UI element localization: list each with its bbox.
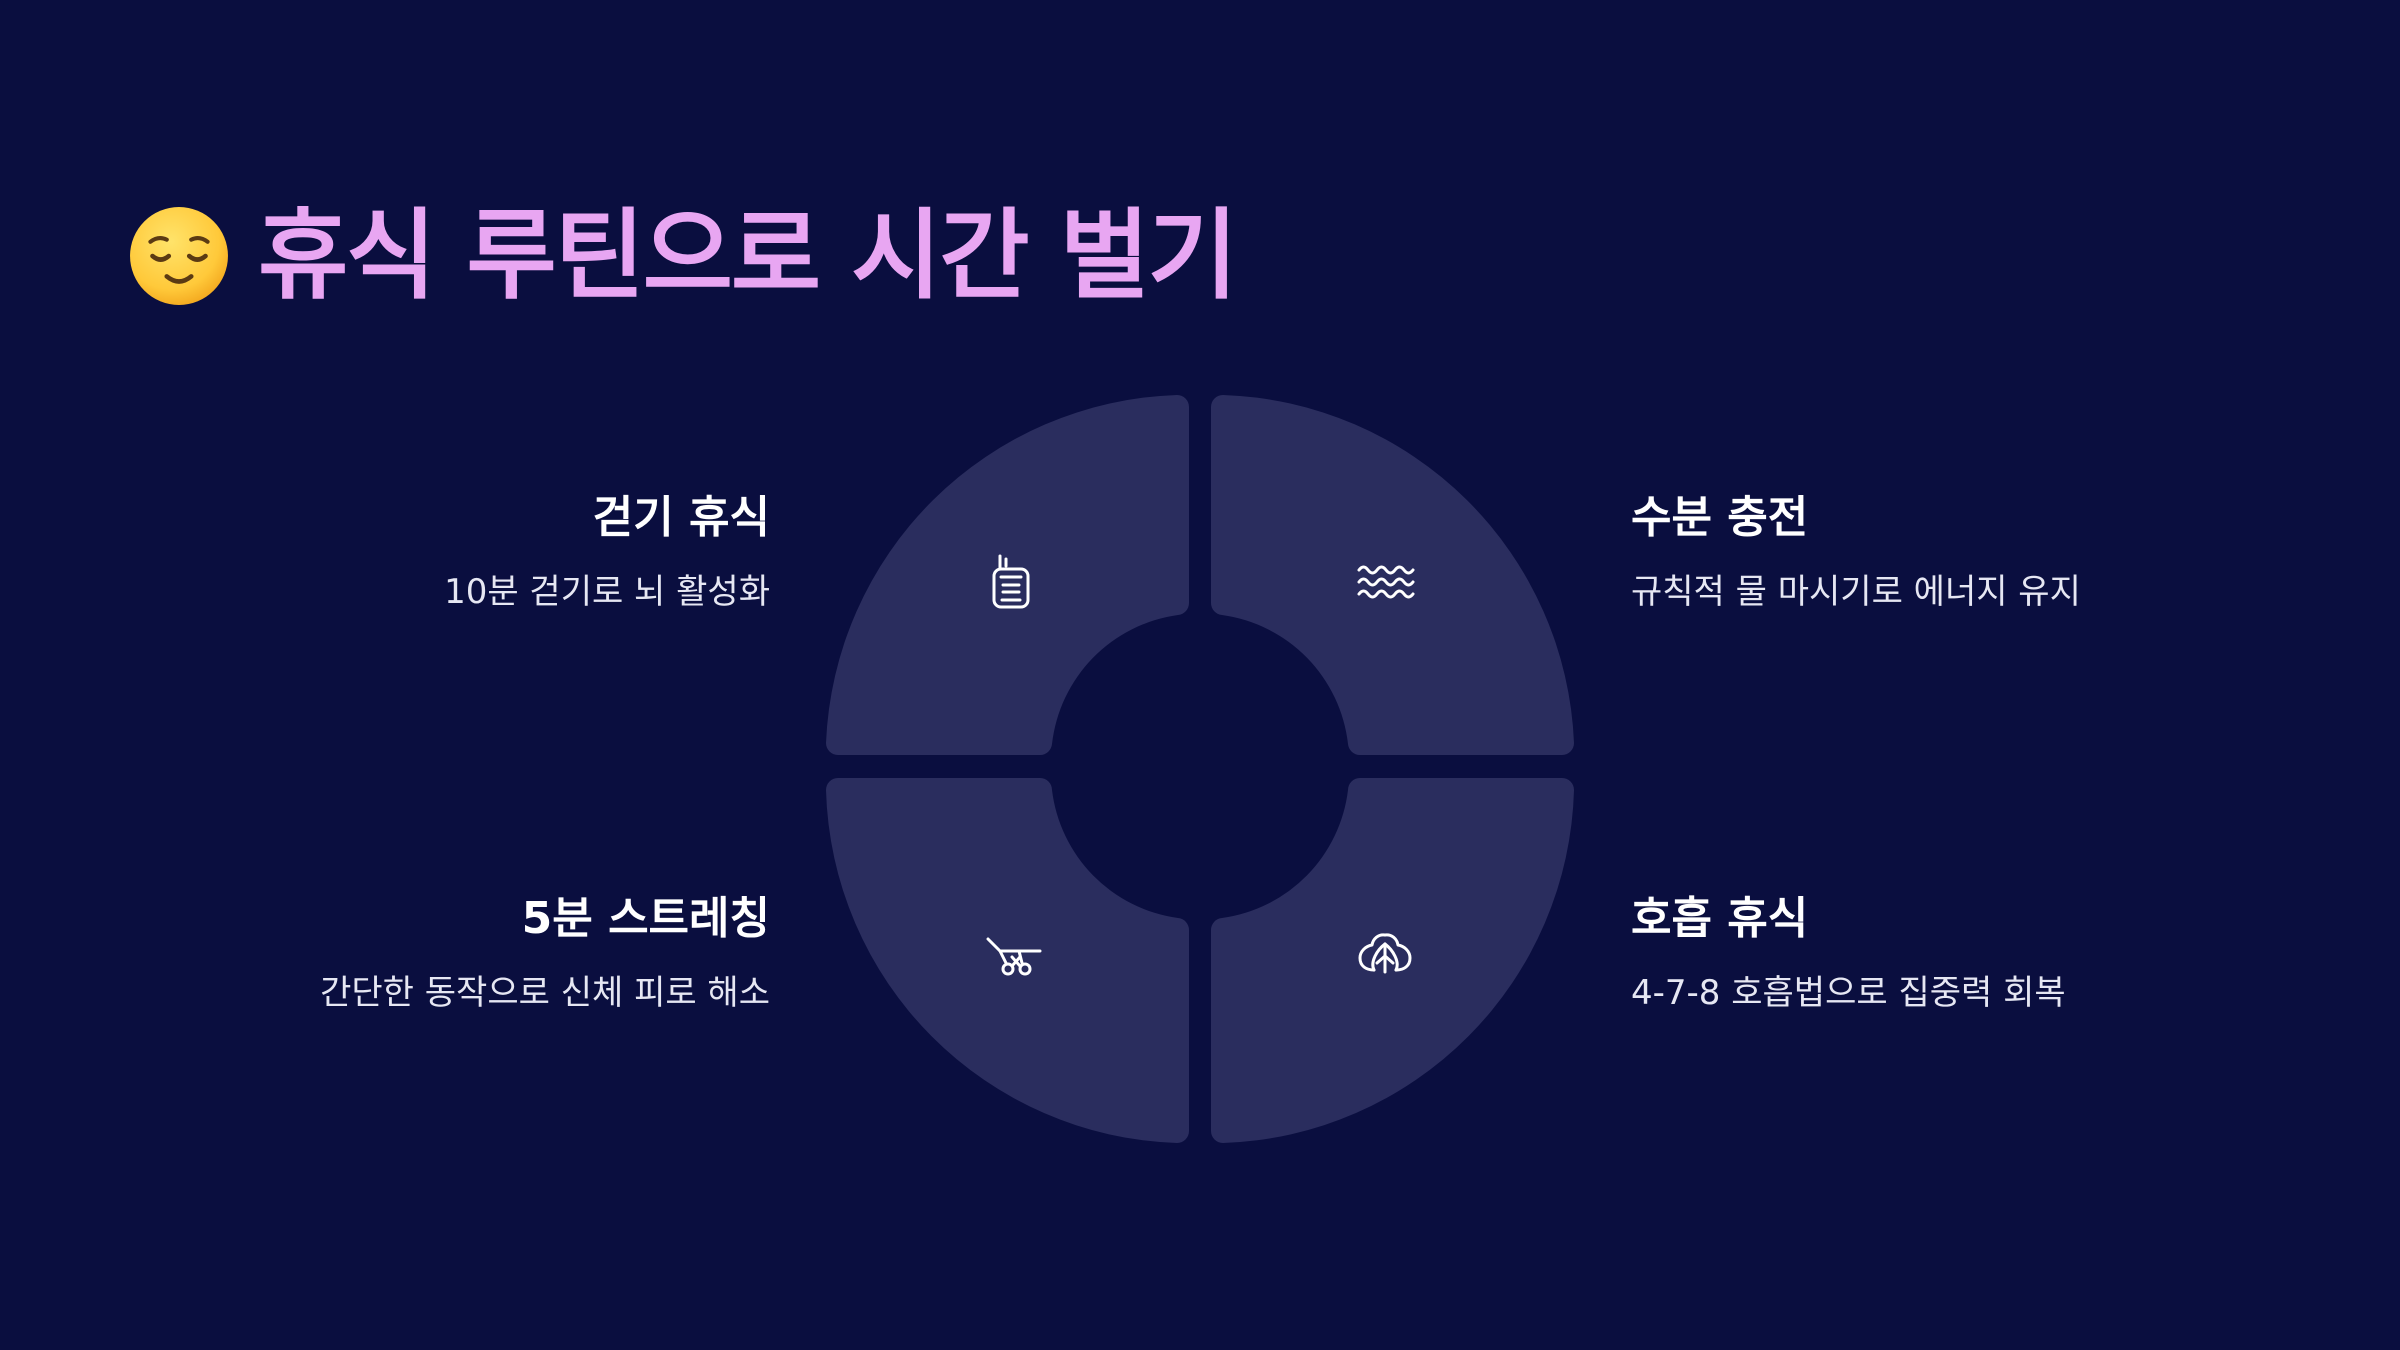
item-title: 수분 충전 (1631, 492, 1809, 543)
lungs-icon (1358, 933, 1412, 974)
wheel-segment-top-left[interactable] (826, 395, 1189, 756)
wheel-segment-top-right[interactable] (1210, 395, 1574, 756)
stretch-cart-icon (986, 937, 1042, 976)
item-breathing: 호흡 휴식 4-7-8 호흡법으로 집중력 회복 (1631, 893, 2151, 1014)
walkie-talkie-icon (992, 554, 1030, 609)
item-title: 걷기 휴식 (592, 492, 770, 543)
page-title: 휴식 루틴으로 시간 벌기 (258, 199, 1238, 313)
wheel-segment-bottom-left[interactable] (826, 778, 1189, 1143)
slide-title: 휴식 루틴으로 시간 벌기 (128, 196, 1238, 316)
item-hydration: 수분 충전 규칙적 물 마시기로 에너지 유지 (1631, 492, 2151, 613)
item-title: 호흡 휴식 (1631, 893, 1809, 944)
item-walk-break: 걷기 휴식 10분 걷기로 뇌 활성화 (250, 492, 770, 613)
item-stretching: 5분 스트레칭 간단한 동작으로 신체 피로 해소 (250, 893, 770, 1014)
item-description: 간단한 동작으로 신체 피로 해소 (320, 972, 770, 1013)
item-description: 10분 걷기로 뇌 활성화 (444, 571, 770, 612)
relieved-face-icon (130, 207, 228, 305)
wheel-segment-bottom-right[interactable] (1210, 778, 1574, 1143)
water-waves-icon (1357, 565, 1415, 599)
item-title: 5분 스트레칭 (521, 893, 770, 944)
item-description: 규칙적 물 마시기로 에너지 유지 (1631, 571, 2081, 612)
item-description: 4-7-8 호흡법으로 집중력 회복 (1631, 972, 2066, 1013)
